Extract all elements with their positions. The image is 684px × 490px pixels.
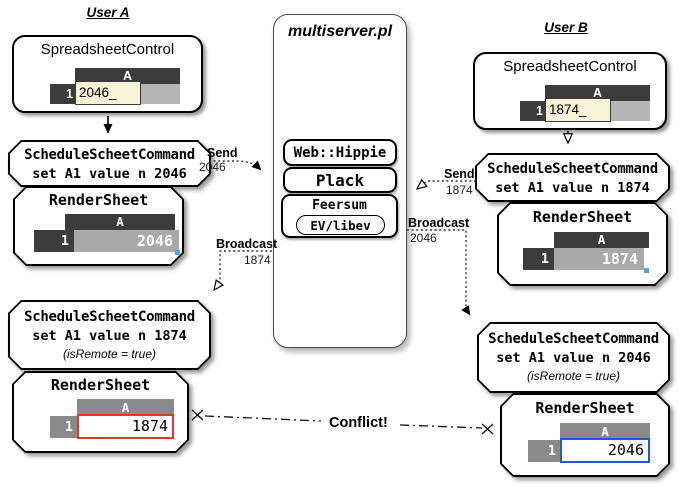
rendersheet-a2-box: RenderSheet A 1 1874 xyxy=(12,371,189,453)
sheet-row-header: 1 xyxy=(528,440,560,462)
rendersheet-a1-box: RenderSheet A 1 2046 xyxy=(13,186,184,266)
sheet-filler-cell xyxy=(611,101,650,121)
conflict-x-left xyxy=(191,409,204,421)
spreadsheetcontrol-b-title: SpreadsheetControl xyxy=(503,58,637,75)
sheet-filler-cell xyxy=(141,84,180,104)
conflict-x-right xyxy=(481,423,494,435)
selection-handle xyxy=(644,268,649,273)
spreadsheetcontrol-b-box: SpreadsheetControl A 1 1874_ xyxy=(473,52,667,130)
user-a-heading: User A xyxy=(86,5,130,20)
conflict-cell-b: 2046 xyxy=(560,438,650,463)
layer-feersum: Feersum EV/libev xyxy=(281,194,398,238)
spreadsheetcontrol-a-box: SpreadsheetControl A 1 2046_ xyxy=(12,35,203,113)
conflict-label: Conflict! xyxy=(325,415,392,431)
rendersheet-title: RenderSheet xyxy=(48,191,149,209)
send-b-label: Send xyxy=(444,167,475,181)
multiserver-title: multiserver.pl xyxy=(287,23,393,40)
command-body: set A1 value n 2046 xyxy=(496,350,651,366)
box-fill xyxy=(10,302,209,368)
isremote-note: (isRemote = true) xyxy=(526,369,621,383)
sheet-column-header: A xyxy=(560,423,650,440)
sheet-row-header: 1 xyxy=(50,416,77,438)
conflict-line-right xyxy=(399,424,483,429)
sheet-column-header: A xyxy=(554,232,649,248)
sheet-value-cell: 2046 xyxy=(74,230,179,252)
isremote-note: (isRemote = true) xyxy=(62,347,157,361)
sheet-row-header: 1 xyxy=(34,230,74,252)
schedulescheetcommand-b2-box: ScheduleScheetCommand set A1 value n 204… xyxy=(477,322,670,393)
command-body: set A1 value n 1874 xyxy=(32,328,187,344)
user-b-heading: User B xyxy=(544,20,588,35)
command-title: ScheduleScheetCommand xyxy=(487,161,658,177)
layer-plack: Plack xyxy=(283,167,397,193)
command-title: ScheduleScheetCommand xyxy=(488,331,659,347)
command-body: set A1 value n 2046 xyxy=(32,166,187,182)
layer-ev-libev: EV/libev xyxy=(296,215,385,235)
sheet-column-header: A xyxy=(65,214,175,230)
broadcast-a-label: Broadcast xyxy=(216,237,278,251)
send-a-value: 2046 xyxy=(199,160,226,174)
send-b-value: 1874 xyxy=(446,183,473,197)
cell-editor: 1874_ xyxy=(545,98,611,122)
command-body: set A1 value n 1874 xyxy=(495,180,650,196)
box-fill xyxy=(479,324,668,391)
command-title: ScheduleScheetCommand xyxy=(24,309,195,325)
sheet-row-header: 1 xyxy=(50,84,75,104)
selection-handle xyxy=(175,250,180,255)
conflict-cell-a: 1874 xyxy=(77,414,174,439)
box-fill xyxy=(477,155,668,200)
box-fill xyxy=(10,142,209,185)
layer-web-hippie: Web::Hippie xyxy=(283,139,397,166)
sheet-row-header: 1 xyxy=(523,248,554,270)
schedulescheetcommand-a1-box: ScheduleScheetCommand set A1 value n 204… xyxy=(8,140,211,187)
command-title: ScheduleScheetCommand xyxy=(24,147,195,163)
sheet-row-header: 1 xyxy=(520,101,545,121)
schedulescheetcommand-a2-box: ScheduleScheetCommand set A1 value n 187… xyxy=(8,300,211,370)
conflict-line-left xyxy=(204,415,322,422)
sheet-column-header: A xyxy=(75,68,180,84)
layer-label: Web::Hippie xyxy=(293,144,387,161)
rendersheet-b1-box: RenderSheet A 1 1874 xyxy=(497,202,668,286)
spreadsheetcontrol-a-title: SpreadsheetControl xyxy=(40,41,175,58)
broadcast-a-value: 1874 xyxy=(244,253,271,267)
layer-label: EV/libev xyxy=(310,217,371,233)
sheet-value-cell: 1874 xyxy=(554,248,644,270)
rendersheet-title: RenderSheet xyxy=(50,376,151,394)
schedulescheetcommand-b1-box: ScheduleScheetCommand set A1 value n 187… xyxy=(475,153,670,202)
sheet-column-header: A xyxy=(77,399,174,416)
rendersheet-title: RenderSheet xyxy=(532,208,633,226)
send-a-label: Send xyxy=(207,146,238,160)
broadcast-b-label: Broadcast xyxy=(408,216,470,230)
broadcast-b-value: 2046 xyxy=(410,231,437,245)
sheet-column-header: A xyxy=(545,85,650,101)
cell-editor: 2046_ xyxy=(75,81,141,105)
layer-label: Plack xyxy=(315,170,365,190)
layer-label: Feersum xyxy=(312,198,367,213)
rendersheet-b2-box: RenderSheet A 1 2046 xyxy=(500,393,670,477)
rendersheet-title: RenderSheet xyxy=(535,399,635,417)
